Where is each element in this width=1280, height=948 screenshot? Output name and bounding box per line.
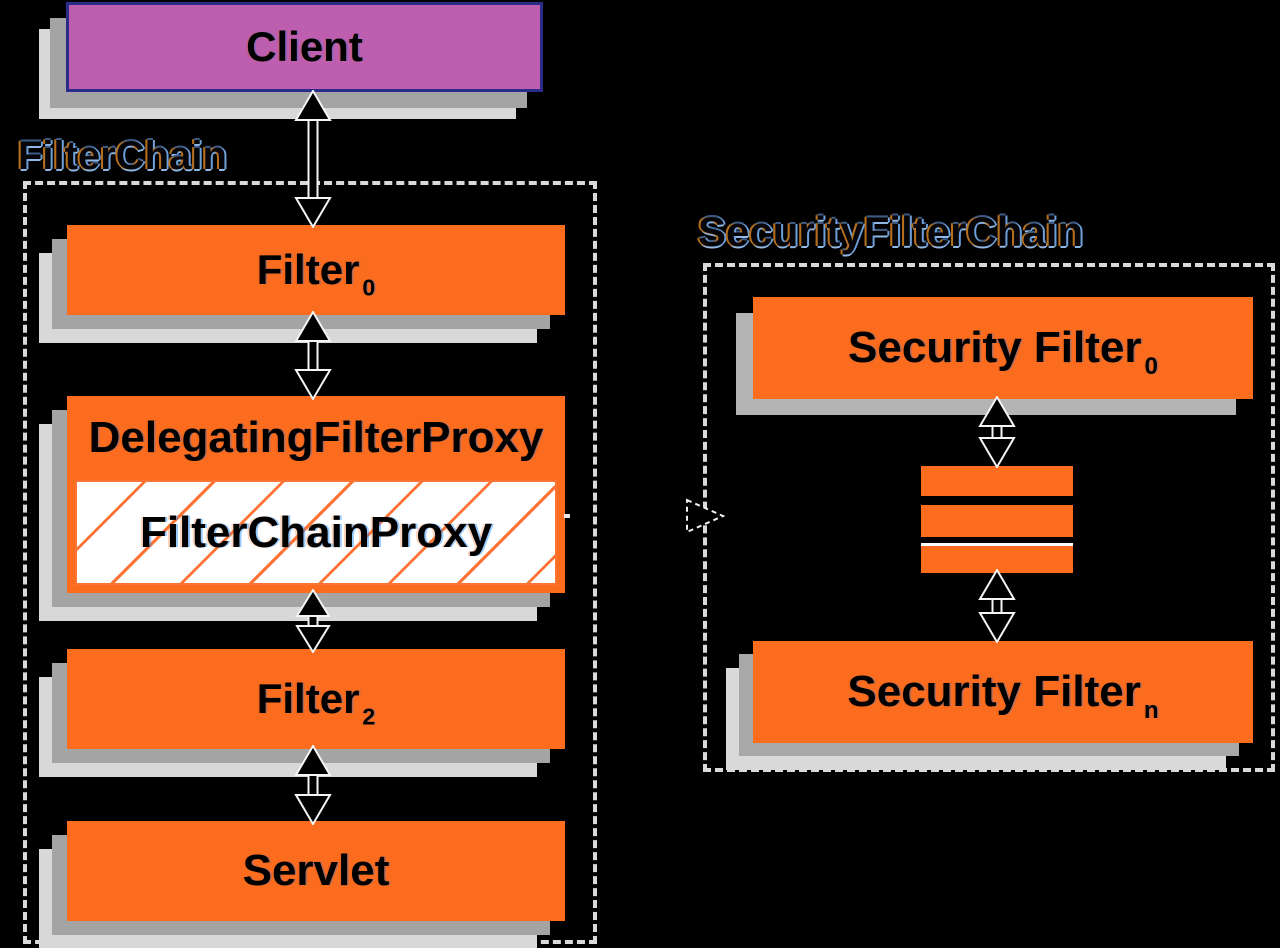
filter0-dfp-arrow <box>294 311 332 400</box>
filter2-servlet-arrow <box>294 745 332 825</box>
filterchain-title: FilterChain <box>18 134 227 178</box>
securityfilterchain-title: SecurityFilterChain <box>698 208 1084 255</box>
filter2-subscript: 2 <box>362 703 376 730</box>
dashed-connector-remnant <box>564 514 570 518</box>
client-filter0-arrow <box>294 90 332 228</box>
stack-securityfiltern-arrow <box>978 569 1016 643</box>
servlet-label: Servlet <box>242 846 390 895</box>
delegating-filter-proxy-label: DelegatingFilterProxy <box>88 413 544 462</box>
filter-stack-bar <box>921 466 1073 496</box>
servlet-box: Servlet <box>67 821 565 921</box>
client-box: Client <box>66 2 543 92</box>
client-label: Client <box>246 23 363 70</box>
filter-chain-proxy-box: FilterChainProxy <box>75 480 557 585</box>
dfp-filter2-arrow <box>295 589 331 653</box>
security-filter0-subscript: 0 <box>1144 353 1158 381</box>
security-filtern-subscript: n <box>1143 697 1159 725</box>
delegating-filter-proxy-box: DelegatingFilterProxy FilterChainProxy <box>67 396 565 593</box>
filter-stack-bar <box>921 543 1073 573</box>
delegation-dashed-arrowhead <box>686 498 726 534</box>
filter-stack-bar <box>921 505 1073 537</box>
securityfilter0-stack-arrow <box>978 396 1016 468</box>
filter-chain-proxy-label: FilterChainProxy <box>139 507 493 557</box>
filter0-subscript: 0 <box>362 274 376 301</box>
